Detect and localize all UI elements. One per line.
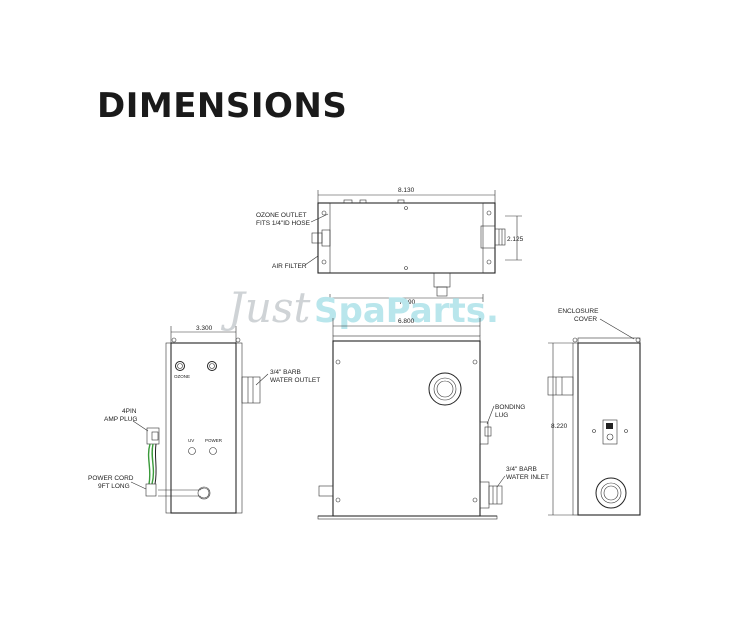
front-view-body [332, 340, 481, 517]
uv-indicator-light [188, 447, 196, 455]
watermark-just-text: Just [220, 283, 310, 332]
left-side-body [170, 342, 237, 514]
top-view-body [317, 202, 496, 274]
right-height-dimension: 8.220 [551, 423, 568, 430]
front-view: 6.800 BONDING LUG 3/4" BARB WATER INLET [317, 318, 549, 520]
power-cord-label: POWER CORD [88, 475, 134, 482]
water-outlet-label: 3/4" BARB [270, 369, 301, 376]
water-outlet-label-2: WATER OUTLET [270, 377, 320, 384]
power-cord-length-label: 9FT LONG [98, 483, 130, 490]
ozone-port-label: OZONE [174, 374, 190, 379]
front-width-dimension: 6.800 [398, 318, 415, 325]
top-view: 8.130 2.125 OZONE OUTLET FITS 1/4"I [256, 187, 524, 306]
enclosure-cover-label: ENCLOSURE [558, 308, 599, 315]
amp-plug-label: 4PIN [122, 408, 137, 415]
power-indicator-light [209, 447, 217, 455]
top-width-dimension: 8.130 [398, 187, 415, 194]
uv-indicator-label: UV [188, 438, 194, 443]
watermark: Just SpaParts. [220, 283, 499, 332]
left-side-view: 3.300 OZONE 3/4" BARB WATER OUTLET UV PO… [88, 325, 320, 514]
page-title: DIMENSIONS [97, 86, 348, 126]
air-filter-label: AIR FILTER [272, 263, 307, 270]
left-width-dimension: 3.300 [196, 325, 213, 332]
amp-plug-label-2: AMP PLUG [104, 416, 137, 423]
bonding-lug-label: BONDING [495, 404, 525, 411]
power-indicator-label: POWER [205, 438, 223, 443]
right-side-view: ENCLOSURE COVER 8.220 [547, 308, 641, 516]
ozone-outlet-label: OZONE OUTLET [256, 212, 307, 219]
enclosure-cover-label-2: COVER [574, 316, 597, 323]
watermark-spaparts-text: SpaParts. [314, 291, 499, 331]
bonding-lug-label-2: LUG [495, 412, 508, 419]
water-inlet-label: 3/4" BARB [506, 466, 537, 473]
inner-width-dimension: 7.390 [399, 299, 416, 306]
ozone-outlet-hose-label: FITS 1/4"ID HOSE [256, 220, 311, 227]
water-inlet-label-2: WATER INLET [506, 474, 549, 481]
top-height-dimension: 2.125 [507, 236, 524, 243]
